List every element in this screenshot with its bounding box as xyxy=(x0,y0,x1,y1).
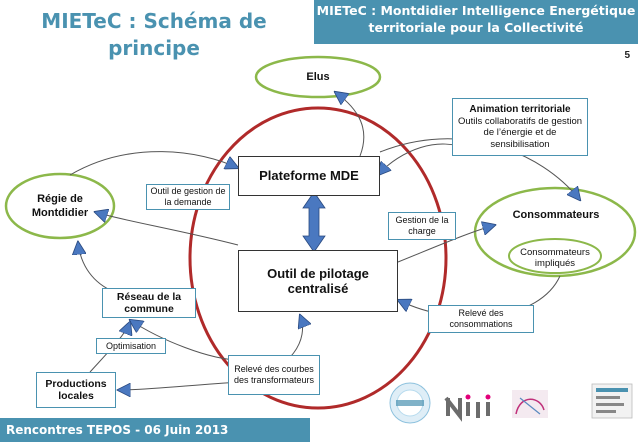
optimisation-label: Optimisation xyxy=(105,341,157,351)
gestion-charge-label: Gestion de la charge xyxy=(395,215,449,236)
footer-text: Rencontres TEPOS - 06 Juin 2013 xyxy=(6,423,229,437)
animation-title: Animation territoriale xyxy=(469,104,571,115)
outil-pilotage-label: Outil de pilotage centralisé xyxy=(267,266,369,296)
arrow-reseau-regie xyxy=(78,242,111,291)
releve-consommations-label-box: Relevé des consommations xyxy=(428,305,534,333)
header-band xyxy=(314,0,638,44)
arrow-regie-plateforme xyxy=(69,151,238,176)
elus-ellipse xyxy=(254,55,382,99)
plateforme-mde-box: Plateforme MDE xyxy=(238,156,380,196)
double-arrow-plateforme-outil xyxy=(302,191,326,253)
gestion-charge-label-box: Gestion de la charge xyxy=(388,212,456,240)
reseau-commune-box: Réseau de la commune xyxy=(102,288,196,318)
arrow-outil-productions xyxy=(118,381,241,390)
productions-locales-box: Productions locales xyxy=(36,372,116,408)
outil-gestion-label-box: Outil de gestion de la demande xyxy=(146,184,230,210)
animation-body: Outils collaboratifs de gestion de l’éne… xyxy=(457,115,583,150)
reseau-commune-label: Réseau de la commune xyxy=(116,291,182,315)
page-number: 5 xyxy=(624,50,630,61)
regie-label: Régie de Montdidier xyxy=(31,193,89,219)
releve-courbes-label: Relevé des courbes des transformateurs xyxy=(233,364,315,385)
arrow-outil-regie xyxy=(95,212,239,246)
consommateurs-impliques-ellipse xyxy=(508,238,602,274)
optimisation-label-box: Optimisation xyxy=(96,338,166,354)
releve-courbes-label-box: Relevé des courbes des transformateurs xyxy=(228,355,320,395)
elus-label: Elus xyxy=(306,71,330,83)
consommateurs-label: Consommateurs xyxy=(512,209,600,221)
regie-ellipse xyxy=(4,172,116,240)
header-title: MIETeC : Montdidier Intelligence Energét… xyxy=(316,3,636,35)
outil-gestion-label: Outil de gestion de la demande xyxy=(150,186,226,207)
plateforme-mde-label: Plateforme MDE xyxy=(259,168,359,183)
consommateurs-impliques-label: Consommateurs impliqués xyxy=(520,247,590,269)
slide-title: MIETeC : Schéma de principe xyxy=(41,9,267,60)
animation-territoriale-box: Animation territoriale Outils collaborat… xyxy=(452,98,588,156)
releve-consommations-label: Relevé des consommations xyxy=(449,308,513,329)
central-loop-circle xyxy=(188,106,448,410)
arrow-plateforme-elus xyxy=(335,92,365,157)
outil-pilotage-box: Outil de pilotage centralisé xyxy=(238,250,398,312)
productions-locales-label: Productions locales xyxy=(45,378,107,402)
footer-band xyxy=(0,418,310,442)
